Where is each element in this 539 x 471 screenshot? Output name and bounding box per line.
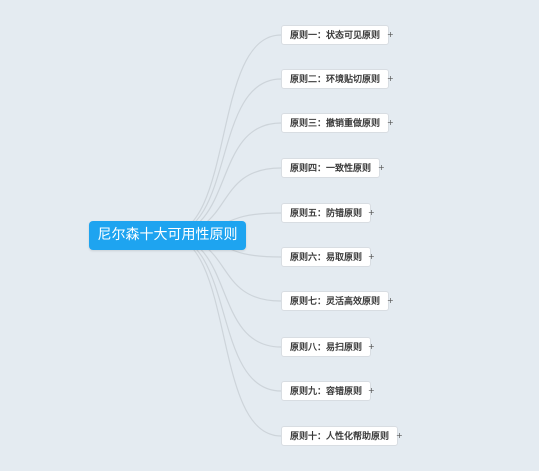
plus-icon[interactable]: + <box>368 208 375 217</box>
branch-label: 原则三：撤销重做原则 <box>290 119 381 129</box>
branch-label: 原则七：灵活高效原则 <box>290 297 381 307</box>
plus-icon[interactable]: + <box>368 342 375 351</box>
branch-label: 原则十：人性化帮助原则 <box>290 432 390 442</box>
branch-label: 原则二：环境贴切原则 <box>290 75 381 85</box>
branch-label: 原则四：一致性原则 <box>290 164 372 174</box>
connector-line <box>165 234 282 348</box>
branch-topic-3[interactable]: 原则三：撤销重做原则 <box>281 113 390 133</box>
branch-label: 原则一：状态可见原则 <box>290 31 381 41</box>
branch-topic-7[interactable]: 原则七：灵活高效原则 <box>281 291 390 311</box>
root-topic[interactable]: 尼尔森十大可用性原则 <box>89 221 246 250</box>
plus-icon[interactable]: + <box>368 252 375 261</box>
plus-icon[interactable]: + <box>387 74 394 83</box>
plus-icon[interactable]: + <box>396 431 403 440</box>
branch-label: 原则八：易扫原则 <box>290 343 363 353</box>
plus-icon[interactable]: + <box>387 118 394 127</box>
branch-topic-6[interactable]: 原则六：易取原则 <box>281 247 372 267</box>
connector-line <box>165 34 282 236</box>
connector-line <box>165 234 282 392</box>
connector-line <box>165 78 282 236</box>
branch-label: 原则五：防错原则 <box>290 209 363 219</box>
branch-label: 原则六：易取原则 <box>290 253 363 263</box>
branch-topic-2[interactable]: 原则二：环境贴切原则 <box>281 69 390 89</box>
branch-topic-5[interactable]: 原则五：防错原则 <box>281 203 372 223</box>
connector-line <box>165 234 282 437</box>
plus-icon[interactable]: + <box>387 296 394 305</box>
plus-icon[interactable]: + <box>378 163 385 172</box>
branch-topic-10[interactable]: 原则十：人性化帮助原则 <box>281 426 399 446</box>
branch-topic-9[interactable]: 原则九：容错原则 <box>281 381 372 401</box>
branch-topic-4[interactable]: 原则四：一致性原则 <box>281 158 381 178</box>
plus-icon[interactable]: + <box>368 386 375 395</box>
branch-topic-8[interactable]: 原则八：易扫原则 <box>281 337 372 357</box>
branch-label: 原则九：容错原则 <box>290 387 363 397</box>
branch-topic-1[interactable]: 原则一：状态可见原则 <box>281 25 390 45</box>
plus-icon[interactable]: + <box>387 30 394 39</box>
connector-line <box>165 122 282 236</box>
